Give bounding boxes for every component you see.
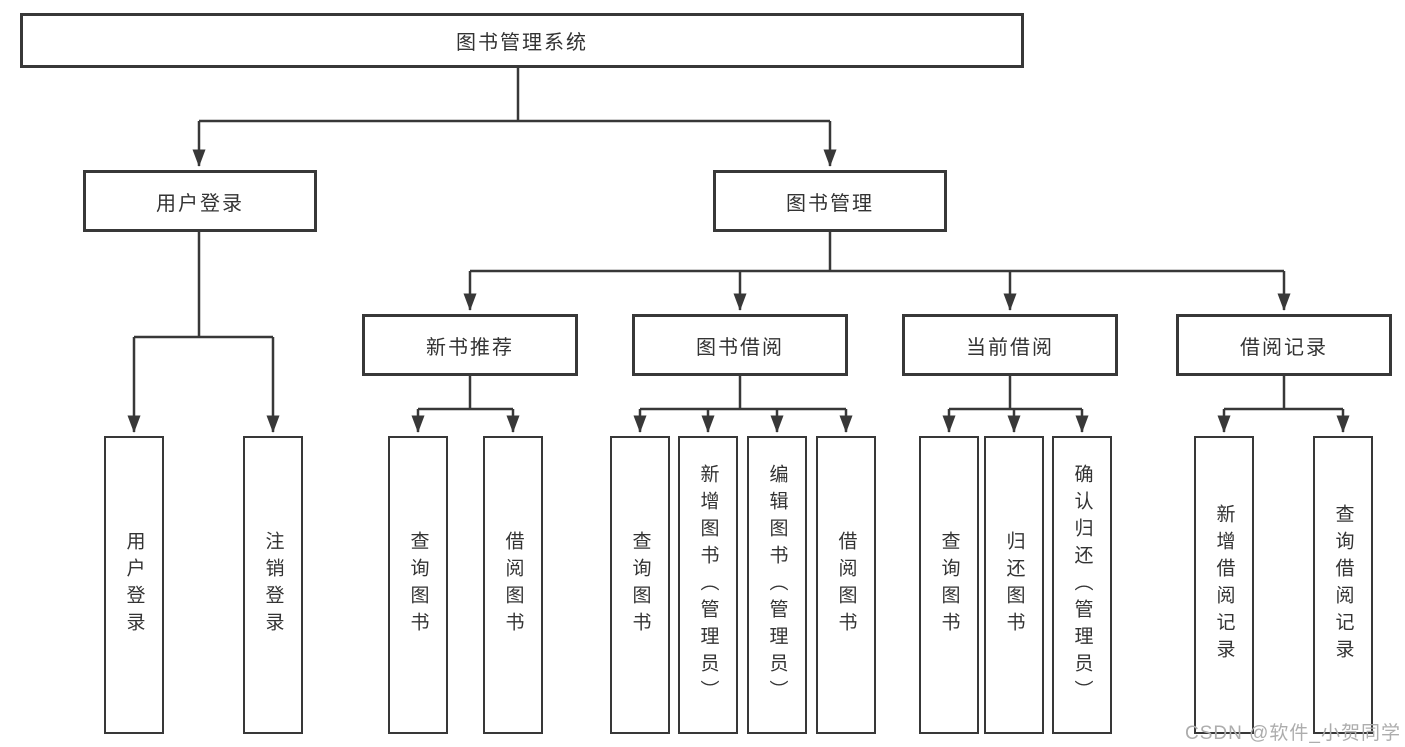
leaf-borrow-books: 借阅图书 bbox=[816, 436, 876, 734]
leaf-query-books-current: 查询图书 bbox=[919, 436, 979, 734]
leaf-add-borrow-record-label: 新增借阅记录 bbox=[1213, 504, 1235, 666]
leaf-edit-books-admin-label: 编辑图书（管理员） bbox=[766, 463, 788, 707]
leaf-user-login: 用户登录 bbox=[104, 436, 164, 734]
node-borrowing-records: 借阅记录 bbox=[1176, 314, 1392, 376]
leaf-query-borrow-record-label: 查询借阅记录 bbox=[1332, 504, 1354, 666]
leaf-query-books-recommend: 查询图书 bbox=[388, 436, 448, 734]
node-user-login: 用户登录 bbox=[83, 170, 317, 232]
leaf-borrow-books-recommend: 借阅图书 bbox=[483, 436, 543, 734]
leaf-borrow-books-label: 借阅图书 bbox=[835, 531, 857, 639]
leaf-query-books-current-label: 查询图书 bbox=[938, 531, 960, 639]
leaf-query-books-borrowing-label: 查询图书 bbox=[629, 531, 651, 639]
leaf-user-login-label: 用户登录 bbox=[123, 531, 145, 639]
watermark-text: CSDN @软件_小贺同学 bbox=[1185, 723, 1401, 744]
leaf-add-borrow-record: 新增借阅记录 bbox=[1194, 436, 1254, 734]
leaf-add-books-admin: 新增图书（管理员） bbox=[678, 436, 738, 734]
leaf-confirm-return-admin: 确认归还（管理员） bbox=[1052, 436, 1112, 734]
leaf-query-books-recommend-label: 查询图书 bbox=[407, 531, 429, 639]
node-library-management-system: 图书管理系统 bbox=[20, 13, 1024, 68]
leaf-confirm-return-admin-label: 确认归还（管理员） bbox=[1071, 463, 1093, 707]
node-book-management: 图书管理 bbox=[713, 170, 947, 232]
leaf-logout-label: 注销登录 bbox=[262, 531, 284, 639]
leaf-return-books: 归还图书 bbox=[984, 436, 1044, 734]
leaf-logout: 注销登录 bbox=[243, 436, 303, 734]
leaf-query-books-borrowing: 查询图书 bbox=[610, 436, 670, 734]
node-current-borrowing: 当前借阅 bbox=[902, 314, 1118, 376]
node-book-borrowing: 图书借阅 bbox=[632, 314, 848, 376]
leaf-add-books-admin-label: 新增图书（管理员） bbox=[697, 463, 719, 707]
leaf-query-borrow-record: 查询借阅记录 bbox=[1313, 436, 1373, 734]
leaf-return-books-label: 归还图书 bbox=[1003, 531, 1025, 639]
node-new-book-recommend: 新书推荐 bbox=[362, 314, 578, 376]
leaf-borrow-books-recommend-label: 借阅图书 bbox=[502, 531, 524, 639]
leaf-edit-books-admin: 编辑图书（管理员） bbox=[747, 436, 807, 734]
